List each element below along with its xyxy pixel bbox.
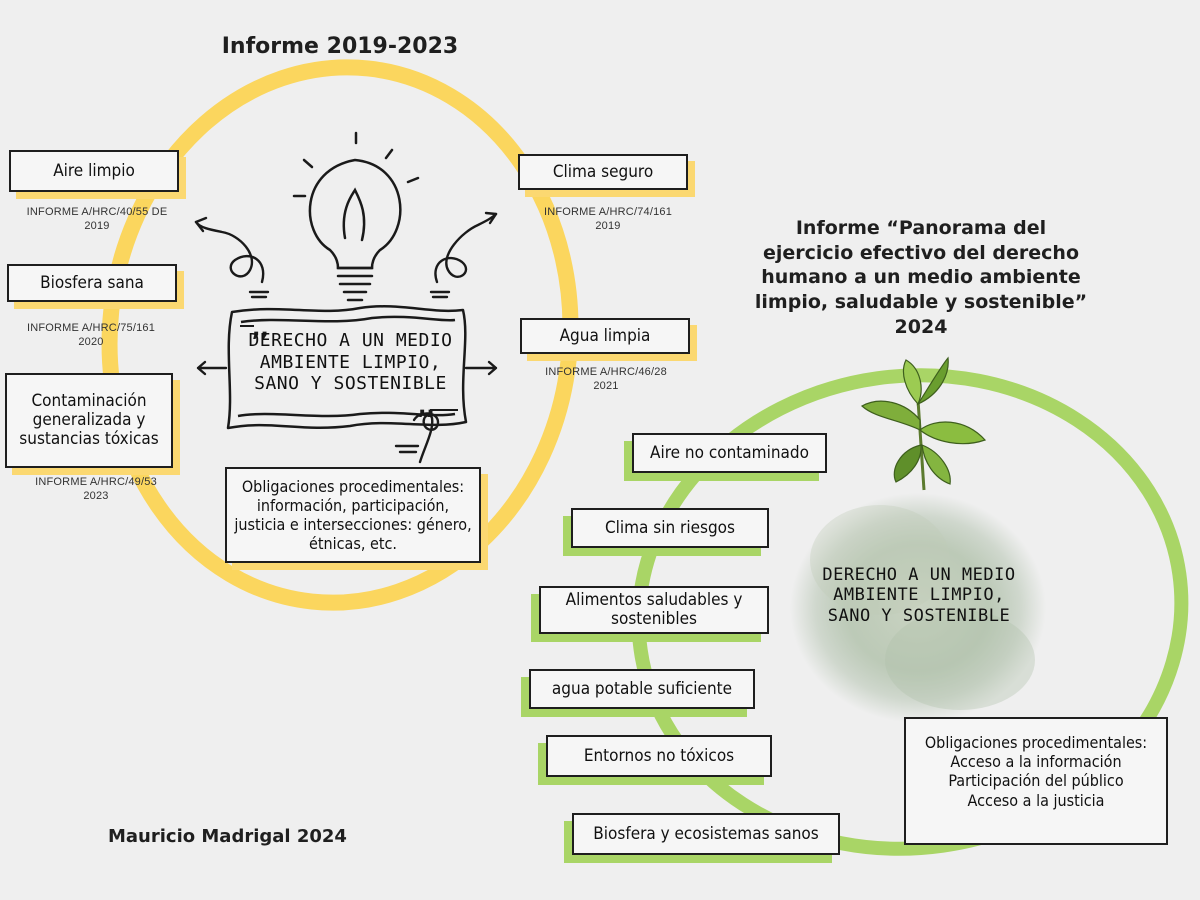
- right-center-label: DERECHO A UN MEDIO AMBIENTE LIMPIO, SANO…: [822, 565, 1016, 626]
- topic-clima-seguro: Clima seguro: [518, 154, 688, 190]
- svg-text:,,: ,,: [252, 317, 269, 342]
- topic-agua-limpia: Agua limpia: [520, 318, 690, 354]
- topic-contaminacion: Contaminación generalizada y sustancias …: [5, 373, 173, 468]
- right-obligations-box: Obligaciones procedimentales: Acceso a l…: [904, 717, 1168, 845]
- plant-sprout-icon: [860, 356, 987, 491]
- topic-agua-potable: agua potable suficiente: [529, 669, 755, 709]
- topic-biosfera-ecosistemas: Biosfera y ecosistemas sanos: [572, 813, 840, 855]
- citation-contaminacion: INFORME A/HRC/49/53 2023: [35, 476, 157, 502]
- left-obligations-box: Obligaciones procedimentales: informació…: [225, 467, 481, 563]
- topic-clima-sin-riesgos: Clima sin riesgos: [571, 508, 769, 548]
- citation-biosfera-sana: INFORME A/HRC/75/161 2020: [26, 322, 156, 348]
- topic-biosfera-sana: Biosfera sana: [7, 264, 177, 302]
- left-title: Informe 2019-2023: [221, 34, 459, 59]
- yellow-ring: [101, 59, 579, 611]
- topic-aire-no-contaminado: Aire no contaminado: [632, 433, 827, 473]
- green-ring: [631, 368, 1189, 856]
- citation-aire-limpio: INFORME A/HRC/40/55 DE 2019: [26, 206, 168, 232]
- topic-entornos-no-toxicos: Entornos no tóxicos: [546, 735, 772, 777]
- cloud-shape: [790, 493, 1046, 723]
- right-title: Informe “Panorama del ejercicio efectivo…: [754, 217, 1088, 338]
- left-center-label: DERECHO A UN MEDIO AMBIENTE LIMPIO, SANO…: [248, 330, 453, 395]
- center-frame: [226, 305, 468, 430]
- citation-clima-seguro: INFORME A/HRC/74/161 2019: [543, 206, 673, 232]
- lightbulb-icon: [292, 131, 420, 302]
- citation-agua-limpia: INFORME A/HRC/46/28 2021: [545, 366, 667, 392]
- author-credit: Mauricio Madrigal 2024: [108, 826, 347, 847]
- topic-aire-limpio: Aire limpio: [9, 150, 179, 192]
- svg-text:,,: ,,: [418, 395, 435, 420]
- topic-alimentos: Alimentos saludables y sostenibles: [539, 586, 769, 634]
